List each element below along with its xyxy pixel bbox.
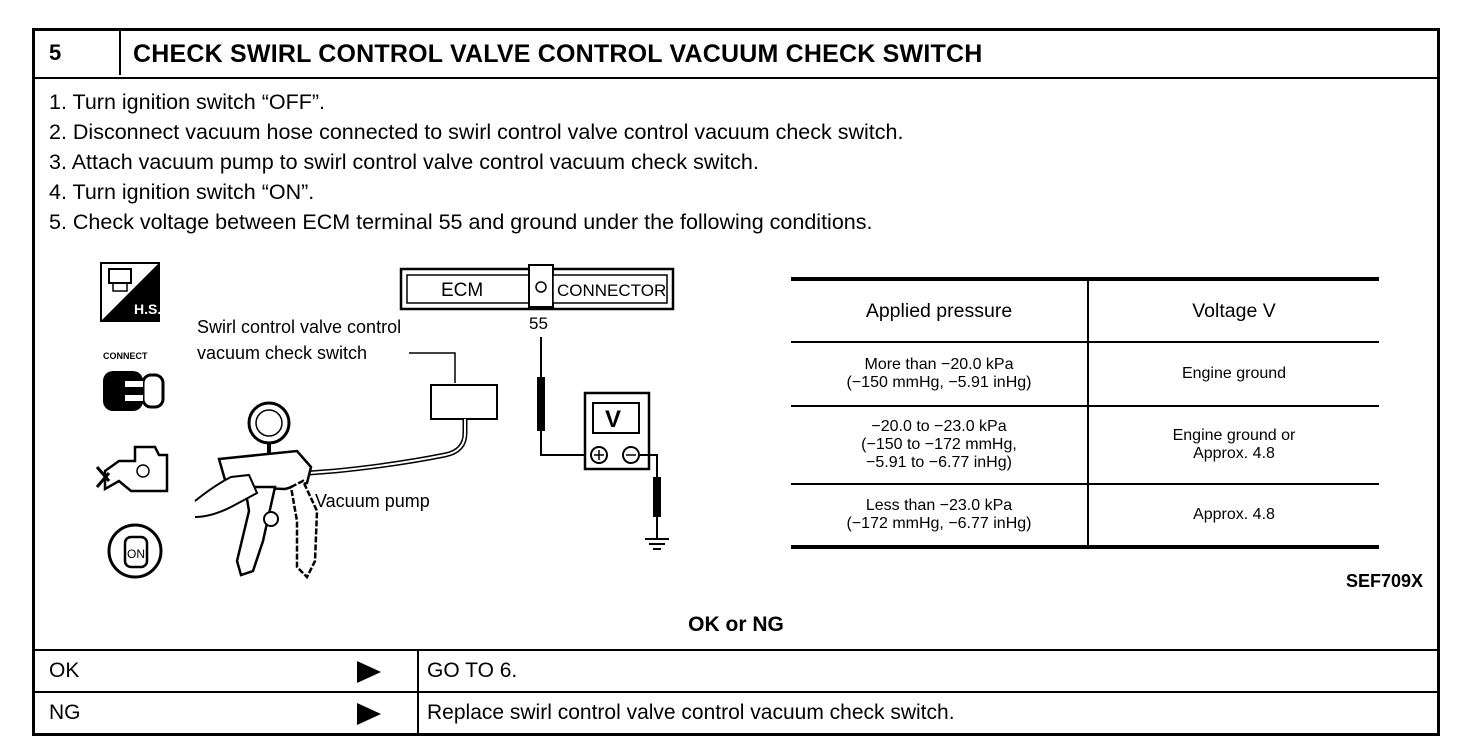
table-row-2-voltage: Engine ground or Approx. 4.8	[1172, 427, 1296, 462]
arrow-right-icon	[357, 661, 381, 683]
result-ng-label: NG	[49, 701, 81, 724]
step-title: CHECK SWIRL CONTROL VALVE CONTROL VACUUM…	[133, 40, 983, 68]
instruction-step-5: 5. Check voltage between ECM terminal 55…	[49, 210, 873, 234]
procedure-frame: 5 CHECK SWIRL CONTROL VALVE CONTROL VACU…	[32, 28, 1440, 736]
vacuum-pump	[194, 401, 319, 580]
table-row-3-pressure: Less than −23.0 kPa (−172 mmHg, −6.77 in…	[846, 497, 1032, 532]
conditions-table: Applied pressure Voltage V More than −20…	[791, 277, 1379, 549]
vacuum-check-switch	[430, 384, 498, 420]
figure-reference: SEF709X	[1345, 571, 1423, 591]
on-icon-label: ON	[127, 547, 145, 561]
instruction-step-2: 2. Disconnect vacuum hose connected to s…	[49, 120, 904, 144]
result-row-ok: OK GO TO 6.	[35, 649, 1437, 693]
result-row-ng: NG Replace swirl control valve control v…	[35, 691, 1437, 735]
table-row-3-voltage: Approx. 4.8	[1193, 506, 1275, 523]
instruction-step-3: 3. Attach vacuum pump to swirl control v…	[49, 150, 759, 174]
test-diagram: H.S. CONNECT ON	[95, 262, 675, 580]
arrow-right-icon	[357, 703, 381, 725]
switch-label-line1: Swirl control valve control	[197, 317, 401, 337]
col-header-pressure: Applied pressure	[865, 300, 1013, 322]
connector-label: CONNECTOR	[557, 281, 666, 300]
ok-ng-heading: OK or NG	[688, 613, 784, 636]
hs-icon: H.S.	[100, 262, 161, 322]
vacuum-pump-label: Vacuum pump	[315, 491, 430, 511]
ecm-label: ECM	[441, 280, 483, 301]
step-header: 5 CHECK SWIRL CONTROL VALVE CONTROL VACU…	[35, 31, 1437, 79]
voltmeter-label: V	[605, 406, 621, 433]
table-row-1-voltage: Engine ground	[1181, 365, 1287, 382]
ground-symbol	[645, 538, 669, 550]
step-number: 5	[35, 31, 121, 75]
instruction-step-1: 1. Turn ignition switch “OFF”.	[49, 90, 325, 114]
ignition-on-icon: ON	[107, 523, 163, 579]
table-row-2-pressure: −20.0 to −23.0 kPa (−150 to −172 mmHg, −…	[861, 418, 1017, 471]
col-header-voltage: Voltage V	[1192, 300, 1276, 322]
voltmeter: V	[583, 391, 651, 471]
instruction-list: 1. Turn ignition switch “OFF”. 2. Discon…	[49, 87, 903, 237]
switch-label-line2: vacuum check switch	[197, 343, 367, 363]
instruction-step-4: 4. Turn ignition switch “ON”.	[49, 180, 315, 204]
engine-icon	[95, 445, 169, 493]
hs-icon-label: H.S.	[134, 301, 161, 317]
result-ng-action: Replace swirl control valve control vacu…	[427, 701, 955, 724]
result-ok-label: OK	[49, 659, 80, 682]
connect-icon: CONNECT	[103, 351, 165, 411]
table-row-1-pressure: More than −20.0 kPa (−150 mmHg, −5.91 in…	[846, 356, 1032, 391]
ecm-connector: ECM CONNECTOR	[399, 264, 675, 311]
connect-icon-label: CONNECT	[103, 351, 148, 361]
result-ok-action: GO TO 6.	[427, 659, 518, 682]
terminal-number: 55	[529, 314, 548, 333]
